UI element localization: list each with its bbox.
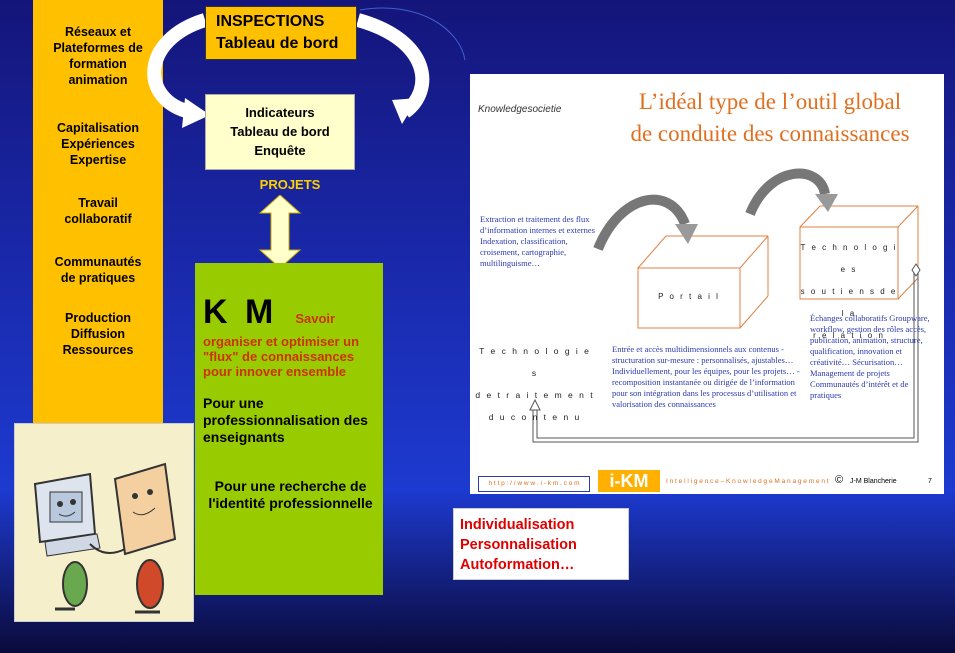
topic-communautes: Communautés de pratiques [54, 255, 142, 285]
projets-label: PROJETS [259, 177, 321, 192]
cycle-arrows [147, 7, 466, 128]
slide-logo: Knowledgesocietie [478, 104, 562, 115]
indicateurs-box: Indicateurs Tableau de bord Enquête [205, 94, 355, 170]
km-subtitle: organiser et optimiser un "flux" de conn… [203, 334, 360, 379]
footer-author: J-M Blancherie [850, 478, 897, 485]
topic-reseaux: Réseaux et Plateformes de formation anim… [53, 25, 143, 87]
tech-contenu-label: T e c h n o l o g i e s d e t r a i t e … [475, 346, 595, 422]
double-arrow-icon [258, 195, 302, 269]
portail-label: P o r t a i l [658, 292, 720, 301]
left-topics-bar: Réseaux et Plateformes de formation anim… [33, 0, 163, 440]
slide-page-number: 7 [928, 478, 932, 485]
km-box: K M Savoir organiser et optimiser un "flu… [195, 263, 383, 595]
km-paragraph-2: Pour une recherche de l'identité profess… [208, 478, 373, 511]
indiv-line-2: Personnalisation [460, 537, 577, 553]
topic-travail: Travail collaboratif [64, 196, 132, 226]
indicateurs-line1: Indicateurs [245, 105, 315, 120]
embedded-slide: Knowledgesocietie L’idéal type de l’outi… [470, 74, 944, 494]
footer-tagline: I n t e l l i g e n c e – K n o w l e d … [666, 478, 829, 485]
km-paragraph-1: Pour une professionnalisation des enseig… [203, 395, 368, 445]
slide-diagram [529, 168, 921, 443]
indicateurs-line3: Enquête [254, 143, 306, 158]
extraction-text: Extraction et traitement des flux d’info… [480, 214, 595, 268]
footer-url: h t t p : / / w w w . i - k m . c o m [478, 476, 590, 492]
inspections-box: INSPECTIONS Tableau de bord [205, 6, 357, 60]
echanges-text: Échanges collaboratifs Groupware, workfl… [810, 313, 930, 400]
computer-and-book-clipart-icon [33, 462, 177, 614]
inspections-subtitle: Tableau de bord [216, 35, 339, 52]
slide-title: L’idéal type de l’outil global de condui… [630, 89, 910, 146]
individualisation-box: Individualisation Personnalisation Autof… [453, 508, 629, 580]
inspections-title: INSPECTIONS [216, 13, 325, 30]
topic-capitalisation: Capitalisation Expériences Expertise [57, 121, 139, 167]
topic-production: Production Diffusion Ressources [62, 311, 134, 357]
indiv-line-1: Individualisation [460, 517, 575, 533]
ikm-logo: i-KM [598, 470, 660, 492]
tech-relation-label: T e c h n o l o g i e s s o u t i e n s … [800, 243, 898, 340]
km-savoir: Savoir [295, 311, 336, 326]
indiv-line-3: Autoformation… [460, 557, 575, 573]
indicateurs-line2: Tableau de bord [230, 124, 330, 139]
clipart-image [14, 423, 194, 622]
entree-text: Entrée et accès multidimensionnels aux c… [612, 344, 800, 409]
km-title: K M [203, 293, 278, 331]
copyright-symbol: © [835, 474, 844, 486]
